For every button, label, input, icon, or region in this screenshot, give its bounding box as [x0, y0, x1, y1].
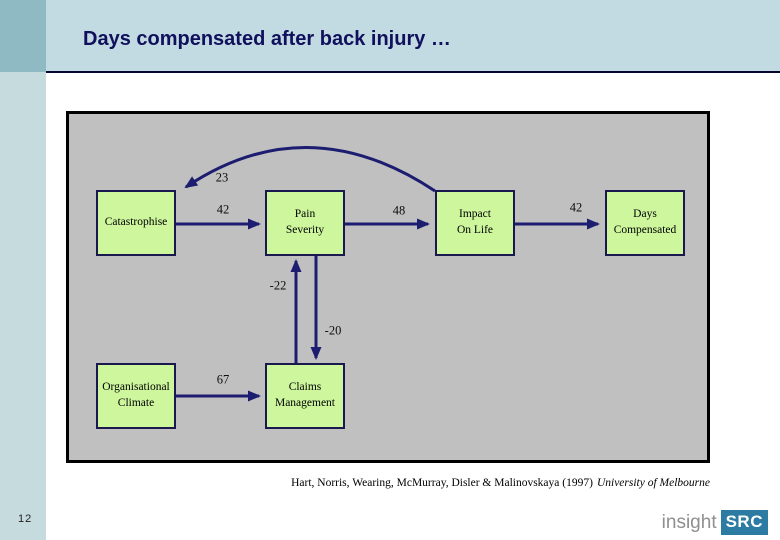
node-impact-on-life-label: Impact On Life: [456, 208, 494, 236]
title-bar: Days compensated after back injury …: [46, 0, 780, 71]
node-impact-on-life: Impact On Life: [435, 190, 515, 256]
arc-impact-to-catastrophise: [184, 146, 436, 193]
edge-weight-impact-to-catastrophise: 23: [215, 170, 229, 185]
slide-title: Days compensated after back injury …: [83, 28, 451, 50]
logo-src-badge: SRC: [720, 510, 768, 535]
edge-weight-claims-to-pain: -22: [269, 278, 287, 293]
path-diagram-canvas: Catastrophise Pain Severity Impact On Li…: [69, 114, 707, 460]
citation-authors: Hart, Norris, Wearing, McMurray, Disler …: [291, 477, 593, 489]
citation-institution: University of Melbourne: [596, 477, 710, 489]
node-claims-management: Claims Management: [265, 363, 345, 429]
node-days-compensated-label: Days Compensated: [613, 208, 677, 236]
page-number: 12: [18, 513, 33, 525]
node-pain-severity: Pain Severity: [265, 190, 345, 256]
node-catastrophise: Catastrophise: [96, 190, 176, 256]
node-organisational-climate: Organisational Climate: [96, 363, 176, 429]
left-sidebar: [0, 72, 46, 540]
edge-weight-pain-to-impact: 48: [392, 203, 406, 218]
path-arrows: [176, 146, 600, 402]
insight-src-logo: insight SRC: [662, 510, 768, 535]
edge-weight-impact-to-days: 42: [569, 200, 583, 215]
title-divider: [46, 71, 780, 73]
edge-weight-catastrophise-to-pain: 42: [216, 202, 230, 217]
edge-weight-org-to-claims: 67: [216, 372, 230, 387]
node-catastrophise-label: Catastrophise: [104, 216, 168, 229]
corner-accent-square: [0, 0, 46, 72]
logo-insight-text: insight: [661, 511, 717, 533]
edge-weight-pain-to-claims: -20: [324, 323, 342, 338]
node-organisational-climate-label: Organisational Climate: [102, 381, 170, 409]
citation: Hart, Norris, Wearing, McMurray, Disler …: [291, 477, 710, 489]
node-claims-management-label: Claims Management: [274, 381, 336, 409]
path-diagram-panel: Catastrophise Pain Severity Impact On Li…: [66, 111, 710, 463]
node-days-compensated: Days Compensated: [605, 190, 685, 256]
node-pain-severity-label: Pain Severity: [285, 208, 325, 236]
